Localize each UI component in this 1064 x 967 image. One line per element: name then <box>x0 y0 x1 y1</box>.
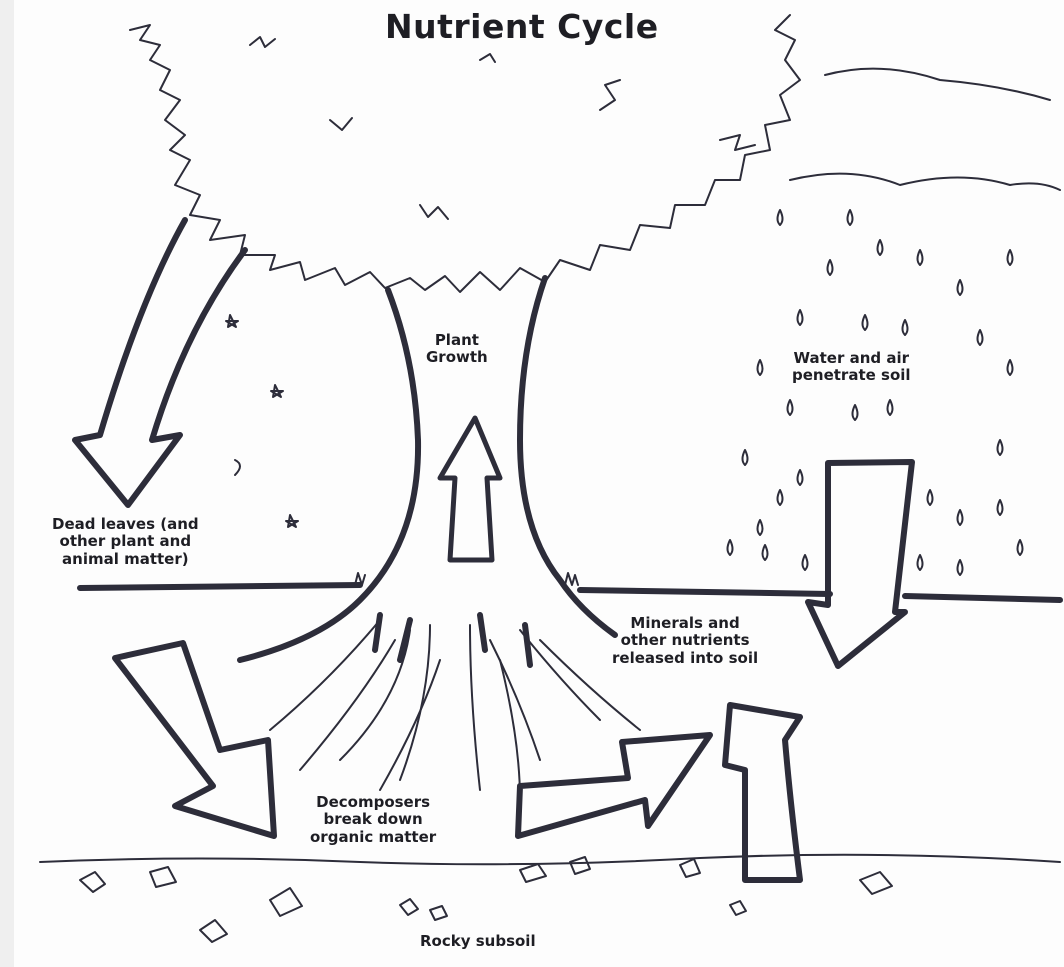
falling-leaves <box>226 315 298 527</box>
arrow-plant-growth <box>440 418 500 560</box>
tree-roots <box>270 620 640 800</box>
rocks <box>80 857 892 942</box>
tree-trunk-right <box>520 278 615 635</box>
canopy-scribbles <box>250 37 755 219</box>
subsoil-line <box>40 855 1060 864</box>
label-water-air: Water and air penetrate soil <box>792 350 911 385</box>
tree-canopy <box>130 15 800 292</box>
arrow-to-minerals <box>518 735 710 836</box>
label-rocky-subsoil: Rocky subsoil <box>420 933 536 950</box>
grass-tufts <box>355 573 578 585</box>
root-tips <box>375 615 530 665</box>
diagram-title: Nutrient Cycle <box>385 8 659 46</box>
arrow-dead-leaves <box>75 220 245 505</box>
arrow-minerals-up <box>725 705 800 880</box>
arrow-water-air <box>808 462 912 666</box>
label-plant-growth: Plant Growth <box>426 332 488 367</box>
rain-drops <box>728 210 1023 575</box>
cloud <box>790 69 1060 190</box>
label-dead-leaves: Dead leaves (and other plant and animal … <box>52 516 199 568</box>
label-decomposers: Decomposers break down organic matter <box>310 794 436 846</box>
arrow-to-decomposers <box>115 643 274 836</box>
tree-trunk-left <box>240 290 418 660</box>
label-minerals: Minerals and other nutrients released in… <box>612 615 758 667</box>
